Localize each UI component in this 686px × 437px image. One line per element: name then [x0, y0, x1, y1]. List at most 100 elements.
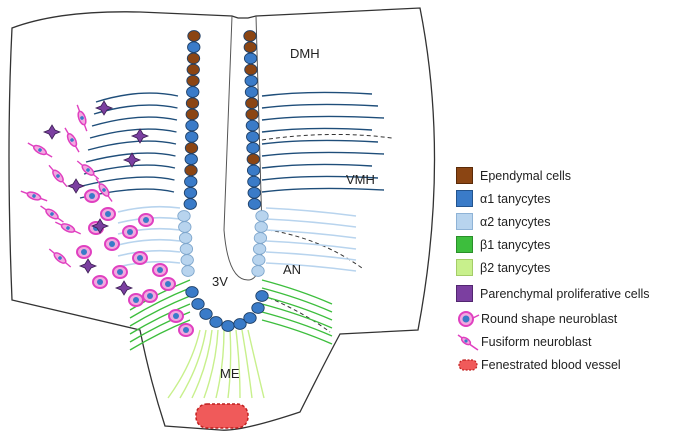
- ventricle-lining-cells: [177, 30, 269, 332]
- beta1-process-right: [261, 319, 333, 345]
- ependymal-cell: [184, 164, 198, 177]
- alpha1-tanycyte-cell: [184, 175, 198, 188]
- fusiform-neuroblast: [27, 142, 53, 158]
- alpha2-process-right: [265, 229, 357, 239]
- legend-label: Round shape neuroblast: [481, 311, 618, 326]
- ependymal-cell: [184, 142, 199, 154]
- alpha2-swatch: [456, 213, 473, 230]
- alpha2-tanycyte-cell: [178, 232, 193, 244]
- alpha1-tanycyte-cell: [244, 74, 258, 87]
- beta1-process-right: [261, 279, 333, 305]
- beta1-swatch: [456, 236, 473, 253]
- alpha2-process-left: [117, 238, 181, 246]
- beta1-process-left: [129, 311, 191, 343]
- alpha1-tanycyte-cell: [247, 198, 262, 210]
- beta2-process: [215, 329, 225, 399]
- fusiform-neuroblast: [76, 104, 88, 132]
- ependymal-cell: [243, 30, 257, 42]
- fusiform-neuroblast: [40, 205, 64, 223]
- alpha1-process-left: [87, 140, 177, 151]
- legend-label: α1 tanycytes: [480, 191, 551, 206]
- beta2-process: [167, 329, 201, 399]
- neuroblast-nucleus: [137, 255, 143, 261]
- neuroblast-nucleus: [183, 327, 189, 333]
- neuroblast-nucleus: [143, 217, 149, 223]
- neuroblast-nucleus: [157, 267, 163, 273]
- alpha1-process-left: [95, 92, 179, 103]
- alpha1-tanycyte-cell: [246, 130, 260, 143]
- beta-tanycyte-cell: [185, 286, 199, 298]
- alpha2-tanycyte-cell: [252, 254, 266, 266]
- neuroblast-nucleus: [86, 168, 90, 172]
- legend-item-round-neuroblast: Round shape neuroblast: [456, 307, 682, 330]
- legend-label: α2 tanycytes: [480, 214, 551, 229]
- beta1-process-left: [129, 303, 191, 335]
- legend-item-fusiform-neuroblast: Fusiform neuroblast: [456, 330, 682, 353]
- legend-label: Fusiform neuroblast: [481, 334, 592, 349]
- alpha2-process-right: [265, 262, 357, 272]
- beta2-process: [241, 329, 253, 399]
- alpha1-process-right: [261, 175, 379, 181]
- neuroblast-nucleus: [70, 138, 74, 142]
- alpha1-tanycyte-cell: [247, 175, 261, 188]
- alpha2-process-left: [117, 205, 181, 213]
- alpha1-tanycyte-cell: [183, 198, 197, 210]
- beta2-swatch: [456, 259, 473, 276]
- beta1-process-right: [261, 295, 333, 321]
- ependymal-cell: [185, 108, 199, 121]
- beta2-process: [191, 329, 213, 399]
- proliferative-swatch: [456, 285, 473, 302]
- neuroblast-nucleus: [50, 212, 54, 216]
- alpha1-swatch: [456, 190, 473, 207]
- neuroblast-nucleus: [147, 293, 153, 299]
- beta-tanycyte-cell: [251, 302, 265, 314]
- neuroblast-nucleus: [102, 188, 106, 192]
- alpha2-tanycyte-cell: [252, 243, 267, 255]
- legend: Ependymal cells α1 tanycytes α2 tanycyte…: [456, 164, 682, 376]
- beta1-process-right: [261, 311, 333, 337]
- boundary-dashed-dmh-vmh: [261, 133, 393, 141]
- parenchymal-proliferative-cell: [130, 128, 150, 144]
- neuroblast-nucleus: [109, 241, 115, 247]
- alpha2-process-left: [117, 260, 181, 268]
- ependymal-cell: [185, 97, 200, 110]
- beta-tanycyte-cell: [243, 312, 257, 324]
- alpha1-process-left: [89, 128, 177, 139]
- neuroblast-nucleus: [66, 226, 70, 230]
- parenchymal-proliferative-cell: [122, 152, 142, 168]
- neuroblast-nucleus: [133, 297, 139, 303]
- neuroblast-nucleus: [81, 249, 87, 255]
- alpha2-tanycyte-cell: [255, 210, 269, 222]
- legend-label: Fenestrated blood vessel: [481, 357, 621, 372]
- parenchymal-proliferative-cell: [78, 258, 98, 274]
- ependymal-swatch: [456, 167, 473, 184]
- alpha2-process-right: [265, 251, 357, 261]
- neuroblast-nucleus: [97, 279, 103, 285]
- parenchymal-proliferative-cell: [66, 178, 86, 194]
- alpha1-process-right: [261, 91, 373, 97]
- fusiform-neuroblast: [20, 190, 48, 202]
- alpha1-process-left: [81, 176, 175, 187]
- beta1-process-left: [129, 319, 191, 351]
- legend-label: β2 tanycytes: [480, 260, 551, 275]
- fusiform-neuroblast: [76, 160, 100, 180]
- alpha2-tanycyte-cell: [180, 254, 194, 266]
- alpha2-process-right: [265, 218, 357, 228]
- fusiform-neuroblast: [64, 127, 80, 153]
- legend-item-blood-vessel: Fenestrated blood vessel: [456, 353, 682, 376]
- alpha2-tanycyte-cell: [181, 265, 195, 277]
- alpha1-process-left: [85, 152, 176, 163]
- alpha2-process-left: [117, 249, 181, 257]
- neuroblast-nucleus: [127, 229, 133, 235]
- ependymal-cell: [186, 52, 201, 65]
- neuroblast-nucleus: [38, 148, 42, 152]
- legend-item-ependymal: Ependymal cells: [456, 164, 682, 187]
- parenchymal-proliferative-cell: [42, 124, 62, 140]
- parenchymal-proliferative-cell: [94, 100, 114, 116]
- beta-tanycyte-cell: [221, 320, 235, 332]
- tanycyte-processes: [79, 91, 385, 399]
- beta2-process: [179, 329, 207, 399]
- legend-item-alpha1: α1 tanycytes: [456, 187, 682, 210]
- ependymal-cell: [244, 63, 258, 76]
- beta1-process-left: [129, 295, 191, 327]
